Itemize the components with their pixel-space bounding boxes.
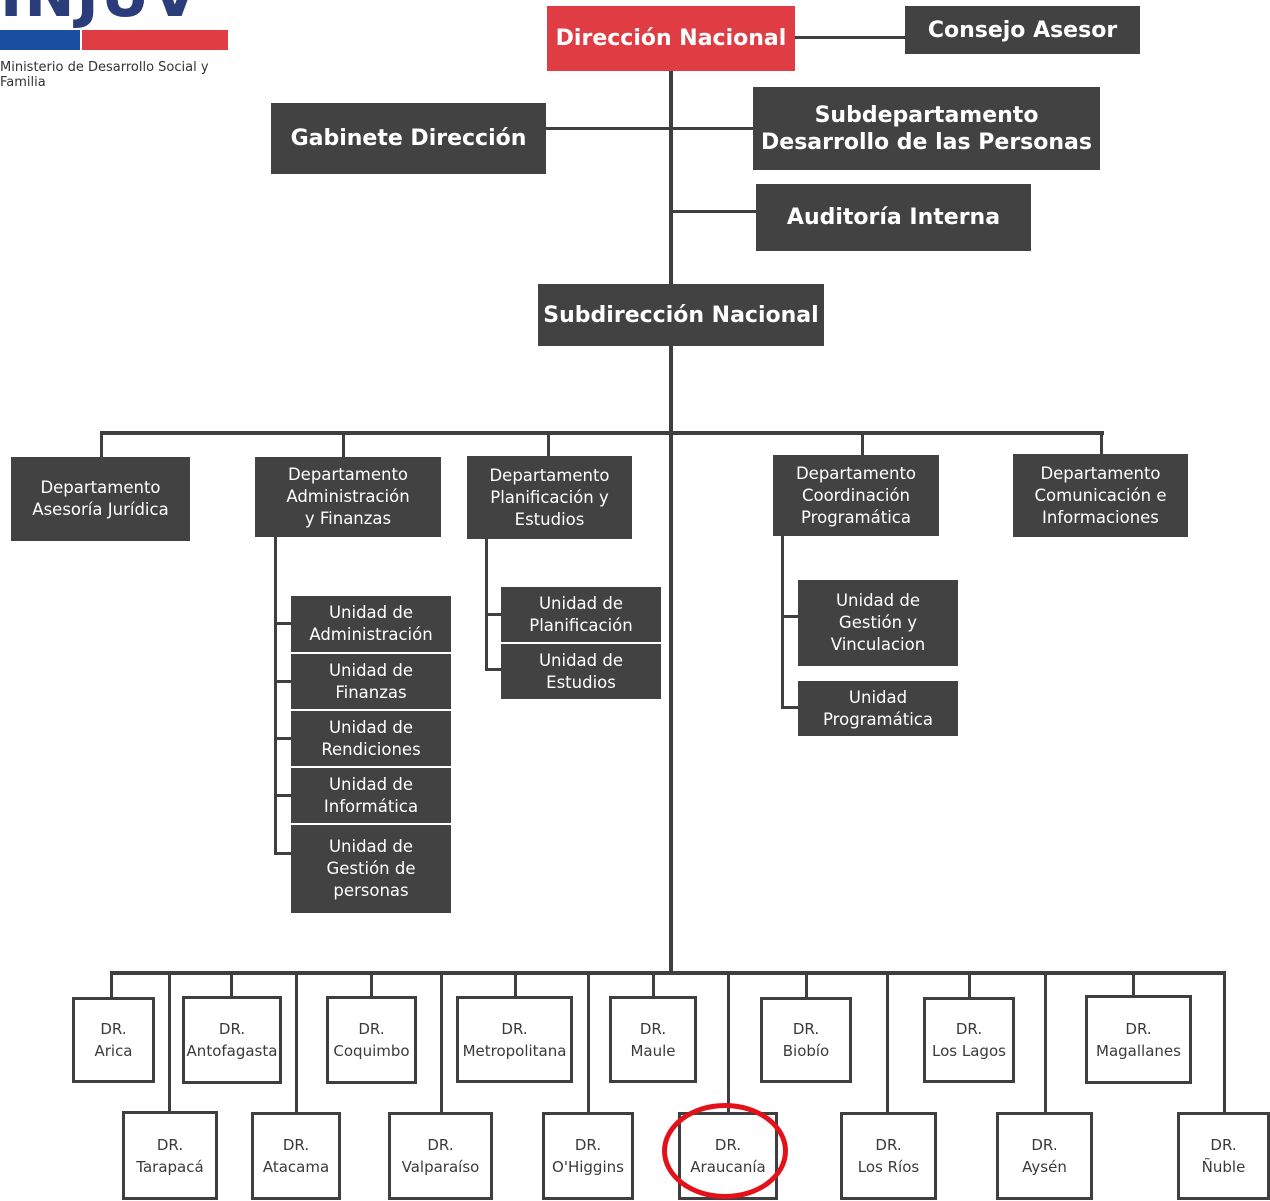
box-consejo-asesor: Consejo Asesor [905,6,1140,54]
line-gabinete [545,127,755,130]
box-unidad-gestion-personas: Unidad de Gestión de personas [291,825,451,913]
box-depto-asesoria-juridica: Departamento Asesoría Jurídica [11,457,190,541]
logo-blue-bar [0,30,80,50]
coord-units-rail [781,535,784,709]
drop-antofagasta [230,971,233,998]
drop-tarapaca [168,971,171,1113]
planif-units-rail [485,538,488,671]
regional-bar [110,971,1226,975]
drop-arica [110,971,113,998]
logo-red-bar [82,30,228,50]
logo-subtitle: Ministerio de Desarrollo Social y Famili… [0,60,209,90]
box-depto-comunicacion-informaciones: Departamento Comunicación e Informacione… [1013,454,1188,537]
box-dr-arica: DR. Arica [72,997,155,1083]
line-consejo [795,36,905,39]
admin-units-rail [274,536,277,855]
box-unidad-administracion: Unidad de Administración [291,596,451,652]
box-dr-ohiggins: DR. O'Higgins [542,1112,634,1200]
main-trunk [669,70,673,975]
drop-atacama [295,971,298,1113]
dept-bar [100,431,1104,435]
box-dr-tarapaca: DR. Tarapacá [122,1111,218,1200]
tick-u-finanzas [274,680,291,683]
box-direccion-nacional: Dirección Nacional [547,6,795,71]
box-dr-nuble: DR. Ñuble [1177,1112,1270,1200]
drop-aysen [1044,971,1047,1113]
tick-u-personas [274,852,291,855]
drop-ohiggins [587,971,590,1113]
box-dr-atacama: DR. Atacama [251,1112,341,1200]
box-dr-los-rios: DR. Los Ríos [840,1112,937,1200]
drop-nuble [1223,971,1226,1113]
box-dr-magallanes: DR. Magallanes [1085,995,1192,1084]
box-unidad-rendiciones: Unidad de Rendiciones [291,711,451,766]
line-auditoria [671,210,756,213]
tick-u-gestion [781,615,799,618]
box-unidad-planificacion: Unidad de Planificación [501,587,661,642]
box-subdepartamento-personas: Subdepartamento Desarrollo de las Person… [753,87,1100,170]
tick-u-estudios [485,668,502,671]
box-auditoria-interna: Auditoría Interna [756,184,1031,251]
drop-valparaiso [440,971,443,1113]
box-gabinete-direccion: Gabinete Dirección [271,103,546,174]
box-dr-maule: DR. Maule [609,996,697,1083]
tick-u-programatica [781,706,799,709]
box-unidad-estudios: Unidad de Estudios [501,644,661,699]
drop-maule [652,971,655,998]
drop-coord [861,431,864,455]
box-unidad-gestion-vinculacion: Unidad de Gestión y Vinculacion [798,580,958,666]
injuv-logo: INJUV Ministerio de Desarrollo Social y … [0,0,240,90]
box-unidad-programatica: Unidad Programática [798,681,958,736]
drop-magallanes [1132,971,1135,998]
tick-u-informatica [274,794,291,797]
box-dr-antofagasta: DR. Antofagasta [182,996,282,1084]
box-subdireccion-nacional: Subdirección Nacional [538,284,824,346]
box-depto-coordinacion-programatica: Departamento Coordinación Programática [773,455,939,536]
box-dr-aysen: DR. Aysén [996,1112,1093,1200]
box-dr-los-lagos: DR. Los Lagos [923,997,1015,1083]
box-dr-metropolitana: DR. Metropolitana [456,996,573,1083]
drop-metropolitana [514,971,517,998]
box-dr-valparaiso: DR. Valparaíso [388,1112,493,1200]
box-depto-planificacion-estudios: Departamento Planificación y Estudios [467,456,632,539]
drop-araucania [727,971,730,1113]
tick-u-planif [485,613,502,616]
drop-comunic [1100,431,1103,455]
tick-u-rendiciones [274,737,291,740]
drop-planif [547,431,550,457]
drop-coquimbo [370,971,373,998]
logo-wordmark: INJUV [0,0,200,26]
drop-loslagos [968,971,971,998]
box-dr-biobio: DR. Biobío [760,997,852,1083]
box-depto-administracion-finanzas: Departamento Administración y Finanzas [255,457,441,537]
drop-losrios [886,971,889,1113]
highlight-circle [662,1103,788,1199]
box-unidad-finanzas: Unidad de Finanzas [291,654,451,709]
drop-admin [342,431,345,457]
box-dr-coquimbo: DR. Coquimbo [326,996,417,1084]
box-unidad-informatica: Unidad de Informática [291,768,451,823]
drop-biobio [805,971,808,998]
tick-u-admin [274,622,291,625]
drop-juridica [100,431,103,457]
